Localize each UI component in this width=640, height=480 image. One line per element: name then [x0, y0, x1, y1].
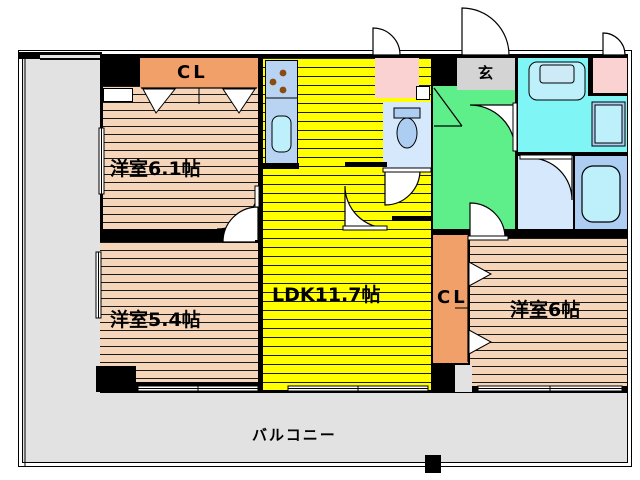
- washbasin-icon: [591, 101, 626, 147]
- shower-unit-icon: [528, 61, 586, 101]
- door-bedroom-south: [222, 206, 259, 243]
- bedroom-east-label: 洋室6帖: [510, 299, 581, 321]
- room-bedroom-east: [470, 238, 627, 386]
- bedroom-south-label: 洋室5.4帖: [110, 309, 201, 331]
- door-bedroom-east: [467, 202, 509, 241]
- window-bedroom-north-west: [98, 127, 105, 195]
- door-ldk-hallway: [342, 185, 388, 231]
- window-ldk-south: [287, 385, 429, 392]
- sink-icon: [271, 115, 292, 153]
- storage-northwest: [375, 58, 419, 98]
- balcony-divider: [425, 455, 441, 473]
- stove-icon: [266, 69, 297, 99]
- storage-northwest-notch: [416, 86, 430, 100]
- entry-door-arc-storage-nw: [372, 27, 401, 56]
- ldk-label: LDK11.7帖: [272, 284, 381, 306]
- kitchen-wall-stub: [263, 162, 432, 221]
- entrance-label: 玄: [478, 64, 494, 82]
- north-wall-notch: [103, 88, 133, 102]
- bathtub-icon: [581, 165, 621, 223]
- entry-door-arc-main: [461, 7, 510, 56]
- window-bedroom-east-south: [477, 385, 623, 392]
- window-bedroom-south-west: [95, 251, 102, 319]
- closet-east-folding-doors: [455, 236, 493, 362]
- entry-door-arc-storage-ne: [602, 32, 626, 56]
- closet-north-folding-doors: [141, 87, 257, 114]
- window-bedroom-south-south: [137, 385, 259, 392]
- closet-east-label: CL: [437, 287, 468, 308]
- entrance-step: [433, 87, 463, 127]
- closet-north: [140, 58, 258, 88]
- bedroom-north-label: 洋室6.1帖: [110, 158, 201, 180]
- closet-north-label: CL: [177, 62, 208, 83]
- door-toilet: [382, 167, 432, 206]
- south-bedroom-corner-block: [96, 366, 136, 392]
- balcony-rail-top: [18, 52, 102, 467]
- closet-east: [433, 235, 468, 363]
- door-bathroom: [519, 154, 573, 201]
- toilet-icon: [393, 107, 421, 149]
- entrance-floor: [457, 58, 515, 90]
- balcony-area-bottom: [23, 392, 627, 462]
- room-bedroom-north: [103, 86, 258, 229]
- balcony-label: バルコニー: [252, 426, 337, 444]
- door-hallway-washroom: [469, 102, 518, 152]
- east-bedroom-corner-block: [455, 365, 472, 392]
- storage-northeast: [593, 58, 627, 93]
- room-bedroom-south: [100, 242, 258, 382]
- balcony-area-left: [23, 55, 103, 393]
